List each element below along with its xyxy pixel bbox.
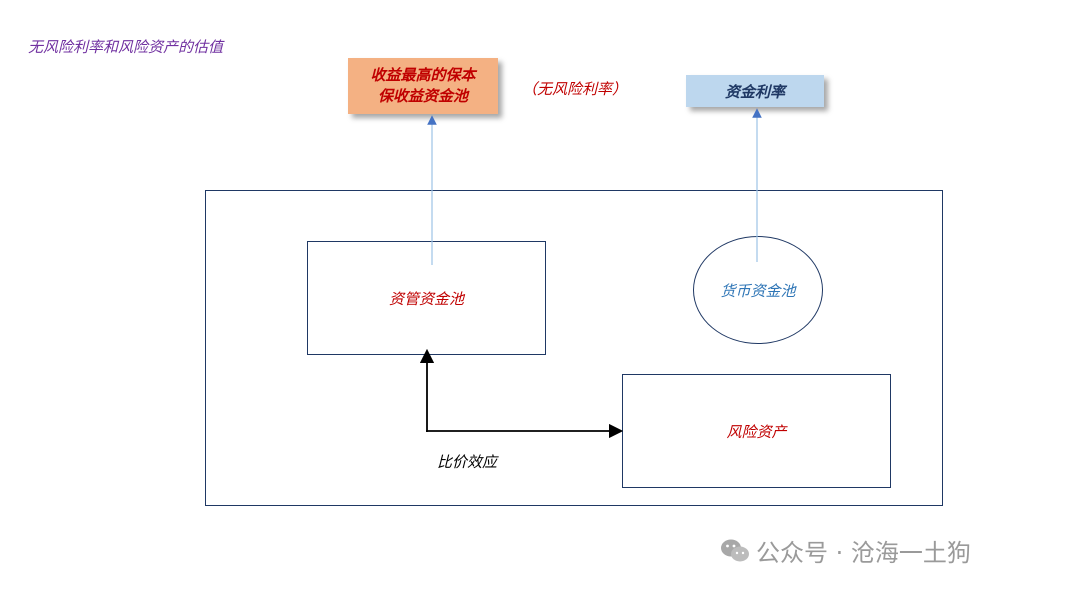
price-comparison-label: 比价效应 <box>437 453 498 471</box>
money-market-pool-ellipse: 货币资金池 <box>693 236 823 344</box>
watermark-text: 公众号 · 沧海一土狗 <box>756 539 971 567</box>
wechat-icon <box>721 539 749 561</box>
money-market-pool-label: 货币资金池 <box>720 281 796 300</box>
page-title: 无风险利率和风险资产的估值 <box>28 38 224 56</box>
risk-asset-label: 风险资产 <box>726 422 787 441</box>
asset-management-pool-label: 资管资金池 <box>388 289 464 308</box>
watermark: 公众号 · 沧海一土狗 <box>720 533 971 568</box>
risk-free-rate-note: （无风险利率） <box>522 80 628 98</box>
pools-container <box>205 190 943 506</box>
asset-management-pool-box: 资管资金池 <box>307 241 546 355</box>
max-yield-box-line2: 保收益资金池 <box>377 87 468 105</box>
funding-rate-box: 资金利率 <box>686 75 824 107</box>
max-yield-box-line1: 收益最高的保本 <box>370 66 476 84</box>
risk-asset-box: 风险资产 <box>622 374 891 488</box>
max-yield-guaranteed-pool-box: 收益最高的保本 保收益资金池 <box>348 58 498 114</box>
